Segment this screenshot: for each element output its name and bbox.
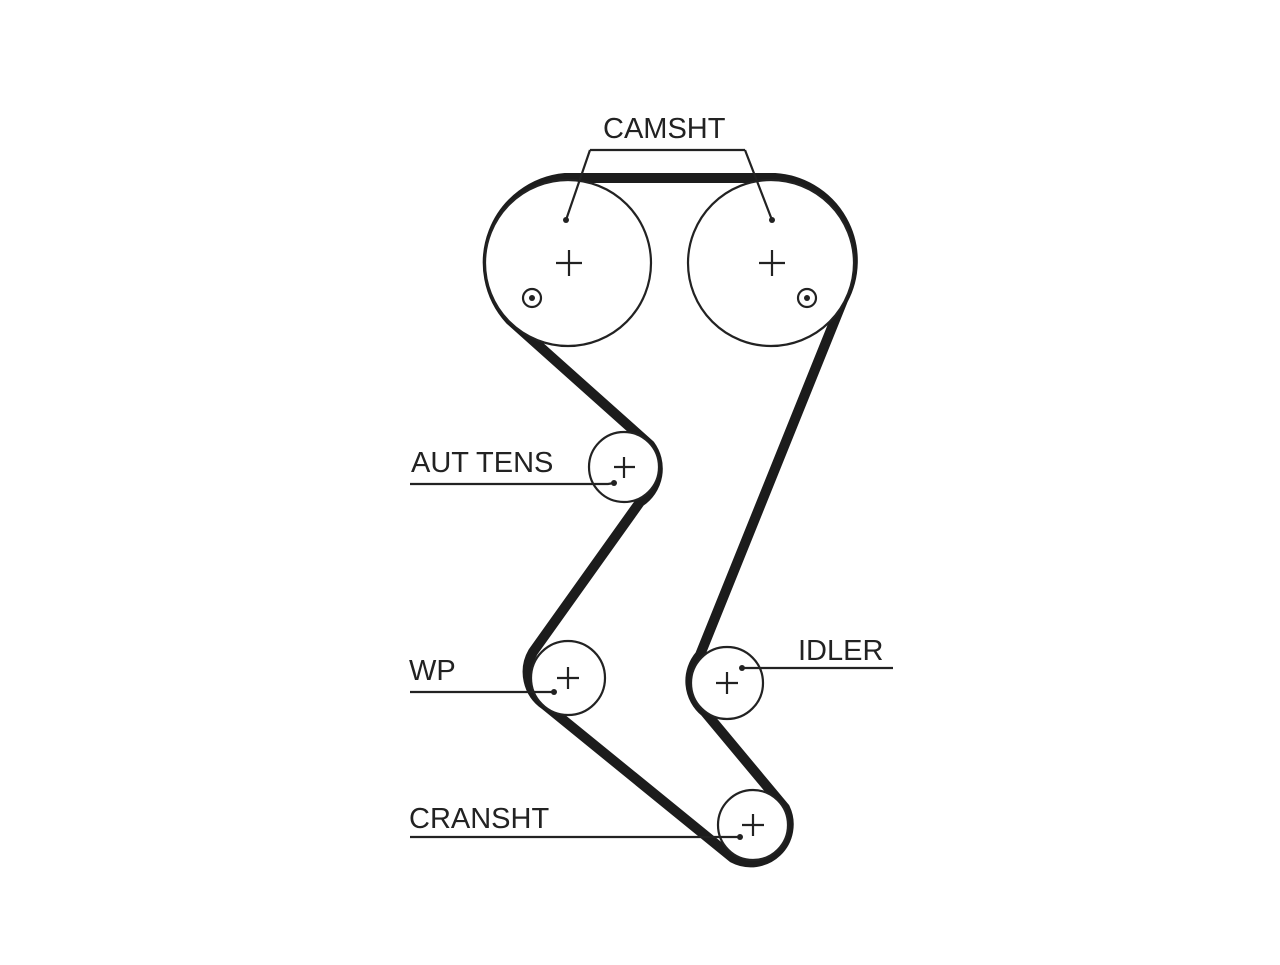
camshaft-label: CAMSHT	[603, 113, 726, 145]
idler-pulley	[689, 645, 765, 721]
timing-mark-icon	[796, 287, 818, 309]
water-pump-leader	[410, 689, 557, 695]
timing-mark-dot	[804, 295, 810, 301]
center-cross-icon	[716, 672, 738, 694]
tensioner-pulley	[587, 430, 661, 504]
idler-leader	[739, 665, 893, 671]
water-pump-label: WP	[409, 655, 456, 687]
crankshaft-pulley	[716, 788, 790, 862]
crankshaft-leader	[410, 834, 743, 840]
camshaft-right-pulley	[686, 178, 856, 348]
center-cross-icon	[742, 814, 764, 836]
center-cross-icon	[614, 457, 635, 478]
timing-mark-dot	[529, 295, 535, 301]
tensioner-label: AUT TENS	[411, 447, 553, 479]
water-pump-pulley	[529, 639, 607, 717]
crankshaft-label: CRANSHT	[409, 803, 549, 835]
center-cross-icon	[759, 250, 785, 276]
center-cross-icon	[556, 250, 582, 276]
timing-mark-icon	[521, 287, 543, 309]
idler-label: IDLER	[798, 635, 883, 667]
tensioner-leader	[410, 480, 617, 486]
camshaft-left-pulley	[483, 178, 653, 348]
camshaft-leader	[563, 148, 775, 223]
center-cross-icon	[557, 667, 579, 689]
